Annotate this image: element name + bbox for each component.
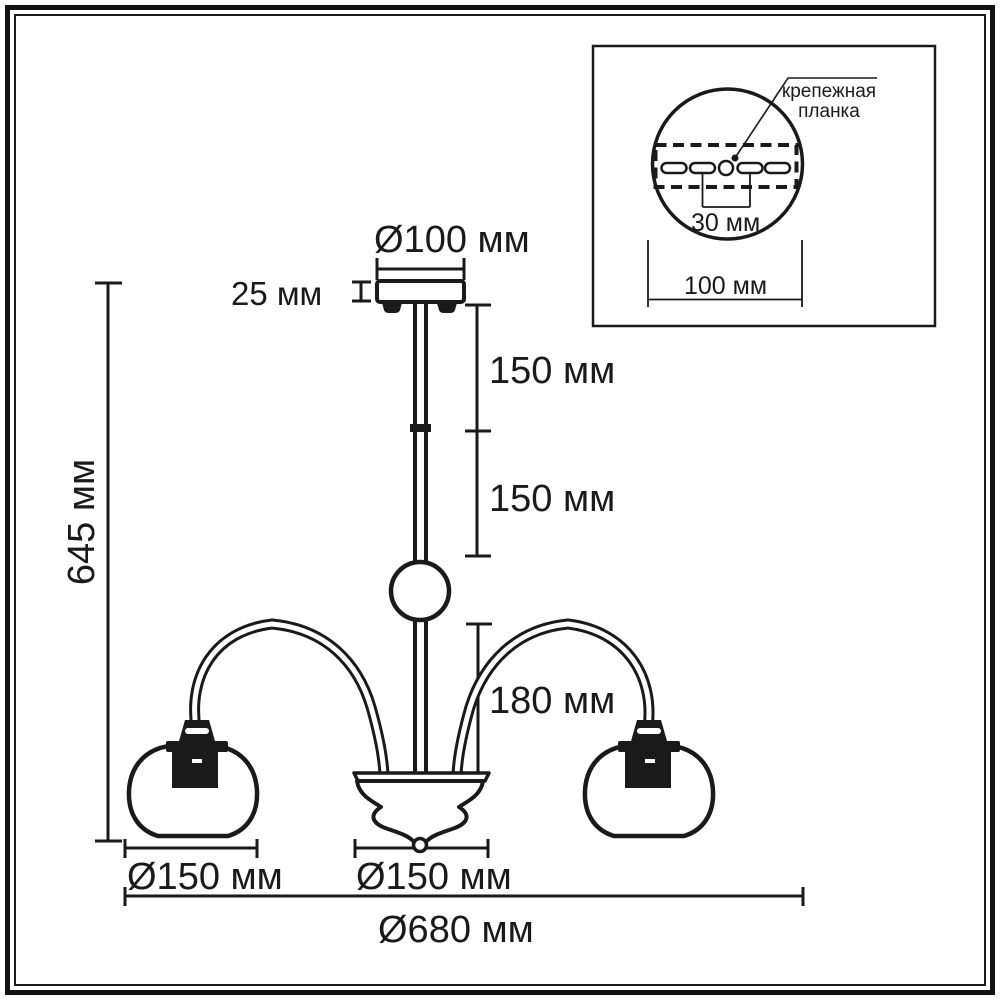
label-arm-height: 180 мм <box>489 680 616 722</box>
label-canopy-diameter: Ø100 мм <box>374 219 530 261</box>
label-total-diameter: Ø680 мм <box>378 909 534 951</box>
label-bracket-width: 100 мм <box>684 272 768 300</box>
label-total-height: 645 мм <box>61 458 103 586</box>
label-mounting-bracket: крепежная планка <box>778 82 880 122</box>
dim-canopy-height <box>352 280 371 303</box>
label-shade-diameter: Ø150 мм <box>127 856 283 898</box>
left-socket <box>166 720 228 788</box>
finial-knob <box>411 836 429 854</box>
center-body <box>352 771 491 854</box>
label-hole-spacing: 30 мм <box>691 209 761 237</box>
stem-upper <box>410 296 431 564</box>
dim-stem-sections <box>465 303 491 558</box>
mounting-bracket-outline <box>653 143 799 189</box>
label-mounting-bracket-line1: крепежная <box>781 81 877 102</box>
label-mounting-bracket-line2: планка <box>798 100 860 122</box>
left-arm <box>189 618 390 776</box>
bracket-leader-line <box>731 77 877 162</box>
dim-bracket-width <box>647 240 803 307</box>
right-arm <box>451 618 655 776</box>
right-socket <box>618 720 680 788</box>
left-shade <box>126 720 260 839</box>
label-stem-lower: 150 мм <box>489 478 616 520</box>
label-canopy-height: 25 мм <box>231 275 323 312</box>
center-ball <box>388 559 452 623</box>
stem-joint <box>410 424 431 432</box>
dim-total-height <box>95 281 122 843</box>
ceiling-canopy <box>375 279 466 313</box>
mounting-inset <box>591 44 937 328</box>
dim-shade-diameter <box>123 839 259 858</box>
canopy-foot-left <box>382 303 402 313</box>
label-center-body-diameter: Ø150 мм <box>356 856 512 898</box>
label-stem-upper: 150 мм <box>489 350 616 392</box>
dim-total-diameter <box>123 887 805 906</box>
dimension-lines <box>95 258 805 906</box>
stem-lower <box>413 600 428 776</box>
dim-hole-spacing <box>701 174 751 208</box>
dim-canopy-diameter <box>375 258 466 280</box>
mounting-holes <box>660 159 792 177</box>
right-shade <box>582 720 716 839</box>
canopy-foot-right <box>437 303 457 313</box>
